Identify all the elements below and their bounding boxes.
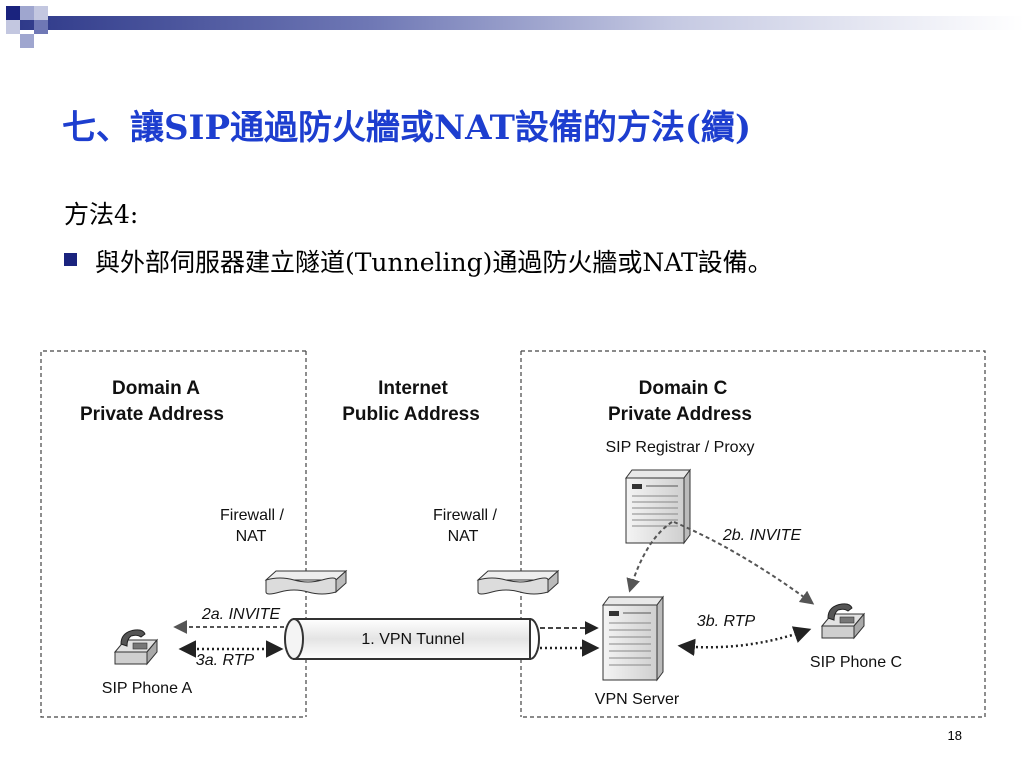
invite-a-label: 2a. INVITE [201, 606, 281, 623]
method-label: 方法4: [64, 200, 139, 229]
domain-c-zone [521, 350, 986, 718]
bullet-text: 與外部伺服器建立隧道(Tunneling)通過防火牆或NAT設備。 [95, 248, 773, 277]
zone-subtitle-domain-a: Private Address [80, 404, 224, 425]
phone-icon [113, 629, 159, 666]
rtp-c-arrow [677, 626, 812, 657]
decor-square [6, 20, 20, 34]
header-decoration [0, 0, 1024, 48]
zone-subtitle-domain-c: Private Address [608, 404, 752, 425]
firewall-label-right-nat: NAT [448, 528, 479, 545]
firewall-icon [476, 569, 560, 595]
zone-title-internet: Internet [378, 378, 448, 399]
server-icon [625, 468, 691, 545]
decor-square [20, 34, 34, 48]
decor-square [34, 6, 48, 20]
zone-title-domain-c: Domain C [639, 378, 728, 399]
firewall-icon [264, 569, 348, 595]
slide-title: 七、讓SIP通過防火牆或NAT設備的方法(續) [62, 108, 752, 148]
server-icon [602, 595, 664, 682]
domain-a-zone [40, 350, 306, 718]
rtp-a-label: 3a. RTP [196, 652, 255, 669]
invite-registrar-to-server-arrow [626, 521, 673, 593]
decor-square [6, 6, 20, 20]
phone-c-label: SIP Phone C [810, 654, 902, 671]
zone-subtitle-internet: Public Address [342, 404, 480, 425]
header-gradient-bar [20, 16, 1024, 30]
decor-square [20, 6, 34, 20]
zone-title-domain-a: Domain A [112, 378, 200, 399]
registrar-label: SIP Registrar / Proxy [605, 439, 754, 456]
invite-c-label: 2b. INVITE [722, 527, 802, 544]
page-number: 18 [947, 728, 962, 743]
vpn-server-label: VPN Server [595, 691, 680, 708]
invite-c-arrow [673, 521, 815, 605]
rtp-c-label: 3b. RTP [697, 613, 756, 630]
decor-square [34, 20, 48, 34]
bullet-item: 與外部伺服器建立隧道(Tunneling)通過防火牆或NAT設備。 [64, 243, 773, 279]
tunnel-label: 1. VPN Tunnel [361, 631, 464, 648]
firewall-label-left-nat: NAT [236, 528, 267, 545]
phone-icon [820, 603, 866, 640]
bullet-marker [64, 252, 77, 266]
vpn-tunnel [284, 618, 540, 660]
firewall-label-left: Firewall / [220, 507, 285, 524]
phone-a-label: SIP Phone A [102, 680, 193, 697]
firewall-label-right: Firewall / [433, 507, 498, 524]
